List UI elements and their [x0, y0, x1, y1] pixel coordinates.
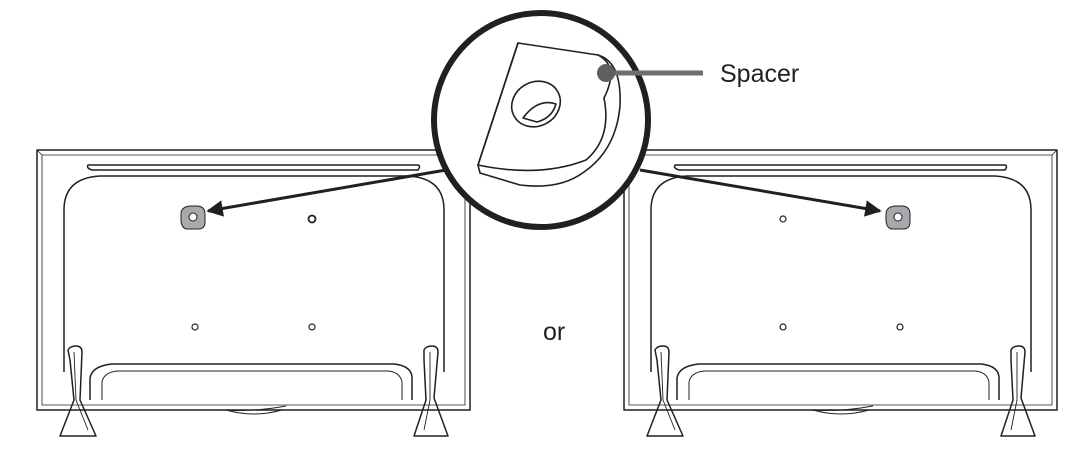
callout-dot	[597, 64, 615, 82]
tv-frame-inner-right	[628, 154, 1053, 406]
tv-leg-left-a	[59, 345, 97, 437]
tv-back-panel-right	[650, 175, 1032, 372]
tv-base-left	[89, 363, 413, 400]
spacer-callout: Spacer	[597, 60, 799, 88]
tv-frame-right	[623, 149, 1058, 411]
mount-hole	[896, 323, 904, 331]
tv-rear-left	[36, 149, 471, 437]
tv-top-bar-left	[86, 164, 421, 171]
tv-leg-right-b	[1000, 345, 1036, 437]
mount-hole	[779, 323, 787, 331]
mount-hole	[307, 214, 317, 224]
tv-leg-right-a	[646, 345, 684, 437]
tv-frame-left	[36, 149, 471, 411]
spacer-installed-left	[180, 205, 206, 230]
tv-top-bar-right	[673, 164, 1008, 171]
tv-frame-inner-left	[41, 154, 466, 406]
spacer-label: Spacer	[720, 60, 799, 88]
spacer-detail-icon	[477, 42, 621, 187]
tv-back-panel-left	[63, 175, 445, 372]
mount-hole	[191, 323, 199, 331]
tv-rear-right	[623, 149, 1058, 437]
tv-leg-left-b	[413, 345, 449, 437]
pointer-arrow-right	[639, 168, 882, 217]
mount-hole	[308, 323, 316, 331]
tv-base-right	[676, 363, 1000, 400]
magnified-spacer-view	[431, 10, 651, 230]
pointer-arrow-left	[206, 168, 447, 217]
spacer-installed-right	[885, 205, 911, 230]
or-separator-label: or	[543, 318, 565, 346]
mount-hole	[779, 215, 787, 223]
